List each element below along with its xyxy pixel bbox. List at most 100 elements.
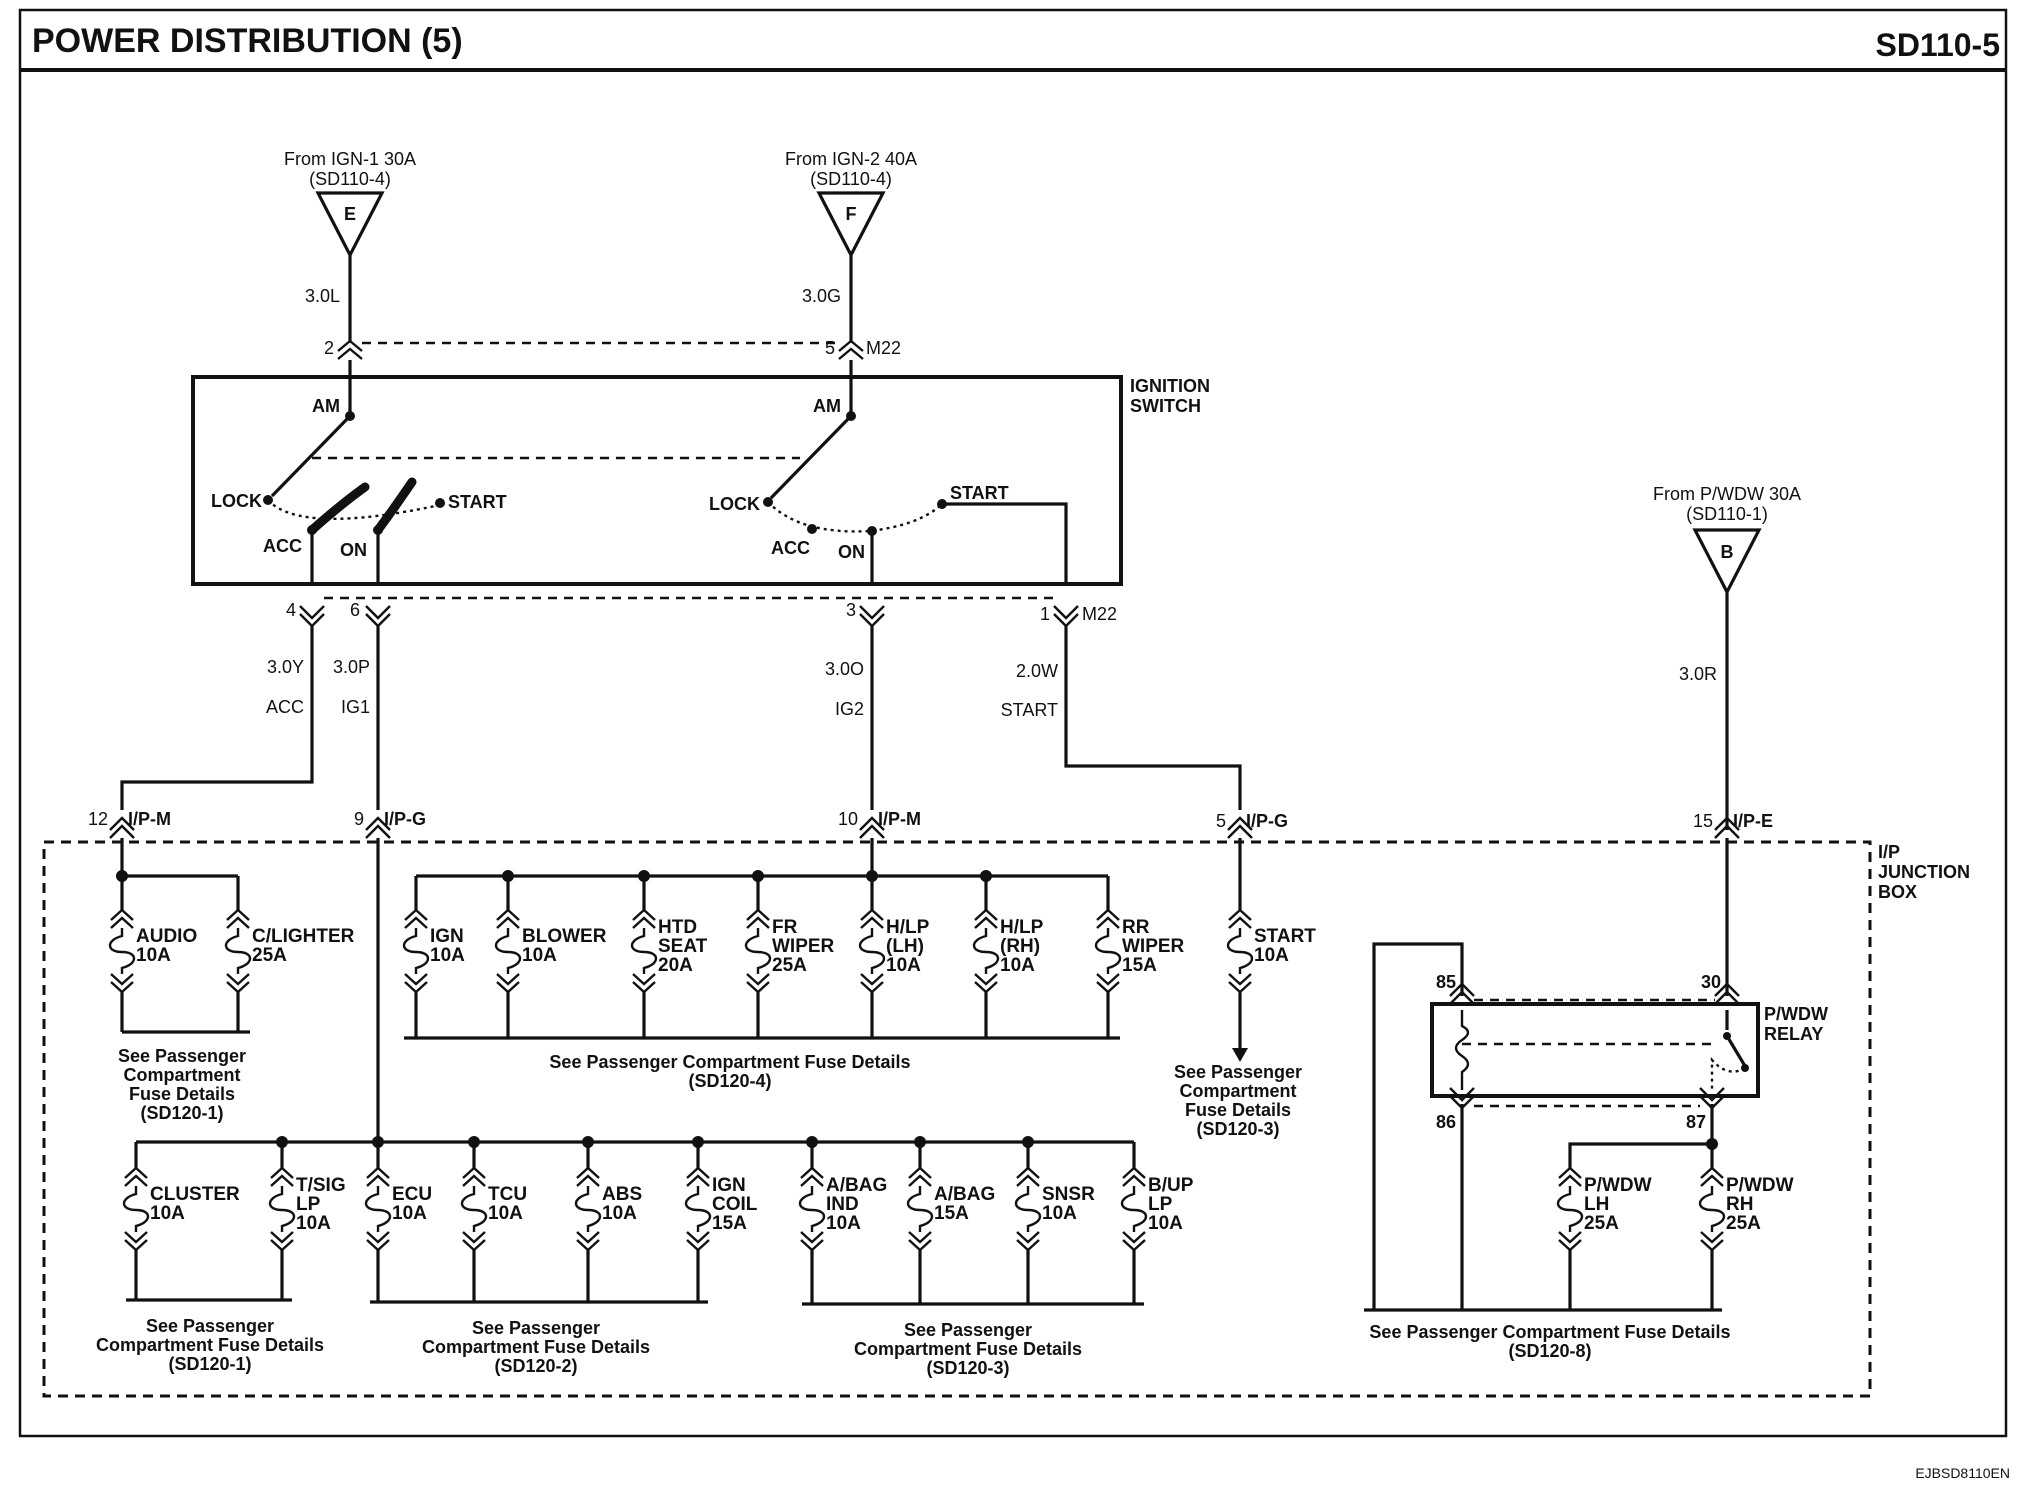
fuse-top-terminal (404, 908, 428, 929)
page-id: SD110-5 (1875, 27, 2000, 63)
connector-m22-top: M22 (866, 338, 901, 358)
fuse-bottom-terminal (632, 973, 656, 994)
jb-conn-9: I/P-G (384, 809, 426, 829)
bridge-contact-2 (373, 477, 417, 535)
fuse-top-terminal (632, 908, 656, 929)
wire-segment (1568, 1142, 1712, 1168)
note-ig1c-2: Compartment Fuse Details (854, 1339, 1082, 1359)
source-b-letter: B (1721, 542, 1734, 562)
pin-chevron (838, 339, 864, 360)
fuse-bottom-terminal (1016, 1231, 1040, 1252)
fuse-top-terminal (366, 1166, 390, 1187)
switch-arc-left (267, 499, 441, 520)
connector-triangle (315, 191, 385, 259)
fuse-top-terminal (1096, 908, 1120, 929)
junction-box-label-3: BOX (1878, 882, 1917, 902)
fuse-bottom-terminal (124, 1231, 148, 1252)
relay-contact-path (1710, 1056, 1746, 1090)
fuse-label: IGN (430, 926, 464, 947)
fuse-bottom-terminal (1096, 973, 1120, 994)
page-title: POWER DISTRIBUTION (5) (32, 22, 463, 60)
junction-box-label-2: JUNCTION (1878, 862, 1970, 882)
wire-ig1-circuit: IG1 (341, 697, 370, 717)
fuse-element (858, 928, 886, 974)
fuse-label: 25A (772, 955, 807, 976)
fuse-top-terminal (462, 1166, 486, 1187)
on-label-right: ON (838, 542, 865, 562)
source-f-from: From IGN-2 40A (785, 149, 917, 169)
fuse-bottom-terminal (462, 1231, 486, 1252)
fuse-element (1698, 1186, 1726, 1232)
relay-85-wire (1372, 942, 1464, 1310)
page-frame (18, 8, 2008, 1438)
fuse-label: CLUSTER (150, 1184, 240, 1205)
note-ig1a-1: See Passenger (146, 1316, 274, 1336)
source-f-ref: (SD110-4) (810, 169, 892, 189)
fuse-label: P/WDW (1726, 1175, 1794, 1196)
fuse-label: T/SIG (296, 1175, 346, 1196)
pin-chevron (365, 816, 391, 839)
fuse-label: 15A (712, 1213, 747, 1234)
fuse-label: 10A (1254, 945, 1289, 966)
fuse-top-terminal (746, 908, 770, 929)
jb-pin-10: 10 (838, 809, 858, 829)
wire-start-size: 2.0W (1016, 661, 1058, 681)
fuse-element (906, 1186, 934, 1232)
source-e: From IGN-1 30A (SD110-4) E 3.0L (284, 149, 416, 343)
fuse-bottom-terminal (908, 1231, 932, 1252)
fuse-label: IND (826, 1194, 859, 1215)
pin-5: 5 (825, 338, 835, 358)
note-ig1c-3: (SD120-3) (926, 1358, 1009, 1378)
fuse-top-terminal (270, 1166, 294, 1187)
jb-pin-12: 12 (88, 809, 108, 829)
fuse-bottom-terminal (800, 1231, 824, 1252)
fuse-bottom-terminal (226, 973, 250, 994)
fuse-top-terminal (226, 908, 250, 929)
fuse-bottom-terminal (576, 1231, 600, 1252)
fuses: AUDIO10AC/LIGHTER25AIGN10ABLOWER10AHTDSE… (108, 908, 1794, 1252)
fuse-label: 10A (886, 955, 921, 976)
fuse-top-terminal (908, 1166, 932, 1187)
fuse-label: IGN (712, 1175, 746, 1196)
pin-chevron (859, 605, 885, 628)
wire-ig2-circuit: IG2 (835, 699, 864, 719)
fuse-label: 10A (1000, 955, 1035, 976)
pin-chevron (337, 339, 363, 360)
fuse: H/LP(RH)10A (972, 908, 1044, 994)
fuse-label: TCU (488, 1184, 527, 1205)
fuse-element (1014, 1186, 1042, 1232)
ignition-switch: IGNITION SWITCH AM LOCK START ACC ON AM … (191, 375, 1210, 586)
fuse-label: 10A (602, 1203, 637, 1224)
fuse-label: 10A (522, 945, 557, 966)
note-start-2: Compartment (1179, 1081, 1296, 1101)
acc-label-right: ACC (771, 538, 810, 558)
arrow-down (1232, 1048, 1248, 1062)
pin-2: 2 (324, 338, 334, 358)
fuse-label: 10A (150, 1203, 185, 1224)
wire-start (1064, 626, 1242, 810)
connector-triangle (1692, 528, 1762, 596)
fuse-label: SEAT (658, 936, 708, 957)
fuse-bottom-terminal (746, 973, 770, 994)
fuse-label: LP (296, 1194, 321, 1215)
fuse-element (798, 1186, 826, 1232)
fuse-label: ECU (392, 1184, 432, 1205)
fuse-top-terminal (686, 1166, 710, 1187)
fuse-label: SNSR (1042, 1184, 1095, 1205)
wire-acc (120, 626, 314, 810)
fuse-label: 20A (658, 955, 693, 976)
fuse-top-terminal (1558, 1166, 1582, 1187)
source-e-letter: E (344, 204, 356, 224)
fuse-label: 15A (1122, 955, 1157, 976)
fuse-top-terminal (496, 908, 520, 929)
fuse-label: LH (1584, 1194, 1609, 1215)
